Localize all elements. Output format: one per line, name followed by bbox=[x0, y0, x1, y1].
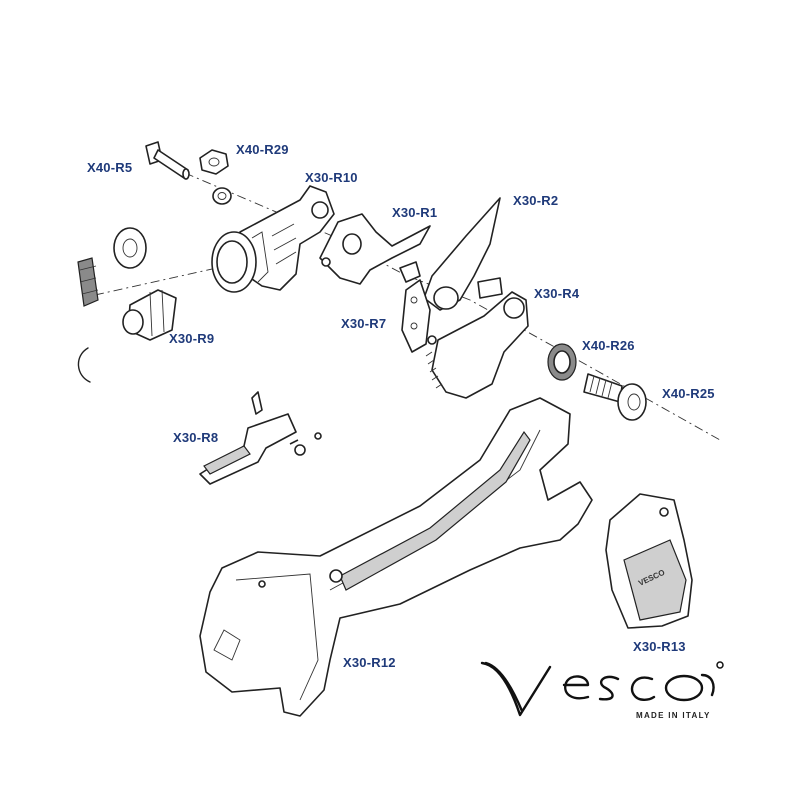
label-x40-r25: X40-R25 bbox=[662, 386, 715, 401]
label-x30-r12: X30-R12 bbox=[343, 655, 396, 670]
label-x40-r26: X40-R26 bbox=[582, 338, 635, 353]
part-x40-r29-nut bbox=[199, 149, 232, 205]
part-x30-r1-blade bbox=[319, 213, 431, 285]
part-x30-r10-head bbox=[211, 185, 335, 293]
label-x30-r4: X30-R4 bbox=[534, 286, 580, 301]
label-x30-r8: X30-R8 bbox=[173, 430, 219, 445]
label-x30-r7: X30-R7 bbox=[341, 316, 387, 331]
part-x40-r26-washer bbox=[547, 343, 577, 381]
label-x30-r2: X30-R2 bbox=[513, 193, 559, 208]
part-x40-r5-bolt bbox=[145, 141, 190, 180]
snap-ring bbox=[77, 347, 91, 383]
part-x30-r4-sector bbox=[425, 291, 529, 399]
label-x30-r13: X30-R13 bbox=[633, 639, 686, 654]
part-x30-r2-blade bbox=[423, 197, 503, 311]
part-x30-r12-handle bbox=[199, 397, 593, 717]
label-x40-r5: X40-R5 bbox=[87, 160, 133, 175]
part-x30-r9-coupling bbox=[122, 289, 177, 341]
label-x30-r10: X30-R10 bbox=[305, 170, 358, 185]
vesco-logo bbox=[480, 661, 724, 717]
part-x30-r13-cover: VESCO bbox=[605, 493, 693, 629]
part-x30-r7-plate bbox=[401, 279, 431, 353]
part-x30-r8-trigger bbox=[199, 391, 322, 485]
motor-gears bbox=[77, 227, 147, 307]
logo-tagline: MADE IN ITALY bbox=[636, 711, 711, 720]
label-x30-r1: X30-R1 bbox=[392, 205, 438, 220]
label-x30-r9: X30-R9 bbox=[169, 331, 215, 346]
part-x40-r25-screw bbox=[583, 373, 647, 421]
label-x40-r29: X40-R29 bbox=[236, 142, 289, 157]
